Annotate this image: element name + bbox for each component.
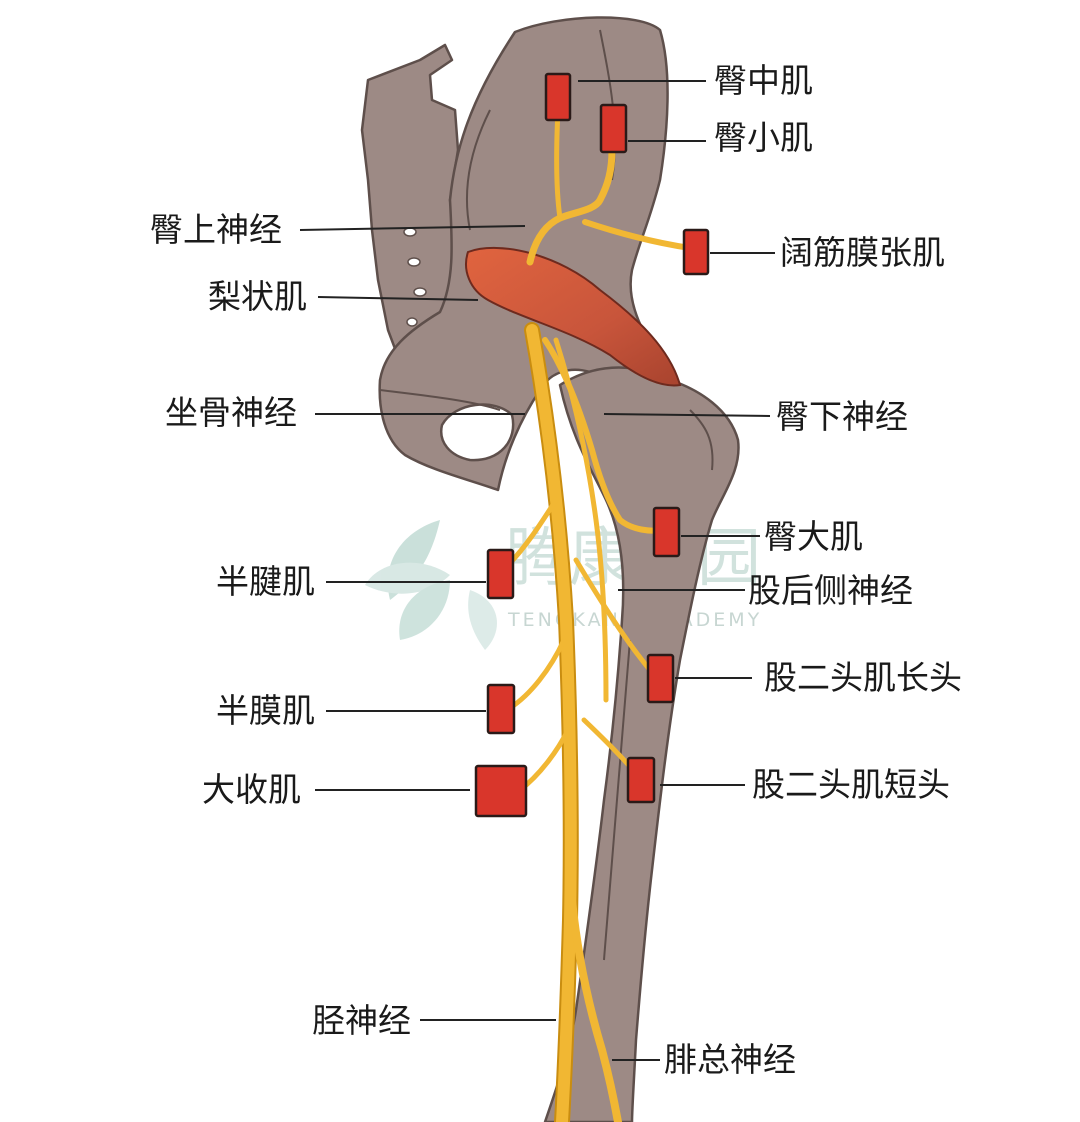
common-peroneal-nerve [568,896,622,1122]
marker-gluteus-medius [544,72,572,122]
label-gluteus-medius: 臀中肌 [714,61,813,100]
label-common-peroneal-nerve: 腓总神经 [664,1040,796,1079]
posterior-femoral-cutaneous-nerve [553,337,609,703]
sciatic-tibial-nerve [526,324,577,1122]
superior-gluteal-nerve [526,146,616,266]
marker-tensor-fasciae-latae [682,228,710,276]
label-gluteus-minimus: 臀小肌 [714,118,813,157]
nerves [505,107,693,1122]
marker-adductor-magnus [474,764,528,818]
marker-biceps-long-head [646,653,675,704]
marker-semimembranosus [486,683,516,735]
label-piriformis: 梨状肌 [208,277,307,316]
label-gluteus-maximus: 臀大肌 [764,517,863,556]
labels: 臀中肌 臀小肌 臀上神经 阔筋膜张肌 梨状肌 坐骨神经 臀下神经 臀大肌 半腱肌… [150,61,962,1079]
label-semitendinosus: 半腱肌 [216,562,315,601]
marker-biceps-short-head [626,756,656,804]
leader-lines [299,80,775,1061]
label-tibial-nerve: 胫神经 [312,1001,411,1040]
label-biceps-short-head: 股二头肌短头 [752,765,950,804]
label-adductor-magnus: 大收肌 [202,770,301,809]
marker-gluteus-maximus [652,506,681,558]
label-tensor-fasciae-latae: 阔筋膜张肌 [780,233,945,272]
marker-gluteus-minimus [599,103,628,154]
obturator-foramen [439,403,515,462]
watermark-logo-icon [365,520,497,650]
piriformis-muscle [465,246,682,387]
label-inferior-gluteal-nerve: 臀下神经 [776,397,908,436]
label-sciatic-nerve: 坐骨神经 [165,393,297,432]
marker-semitendinosus [486,548,515,600]
label-semimembranosus: 半膜肌 [216,691,315,730]
muscle-markers [474,72,710,818]
label-superior-gluteal-nerve: 臀上神经 [150,210,282,249]
label-biceps-long-head: 股二头肌长头 [764,658,962,697]
femur [543,366,740,1122]
label-posterior-femoral-cutaneous-nerve: 股后侧神经 [748,571,913,610]
